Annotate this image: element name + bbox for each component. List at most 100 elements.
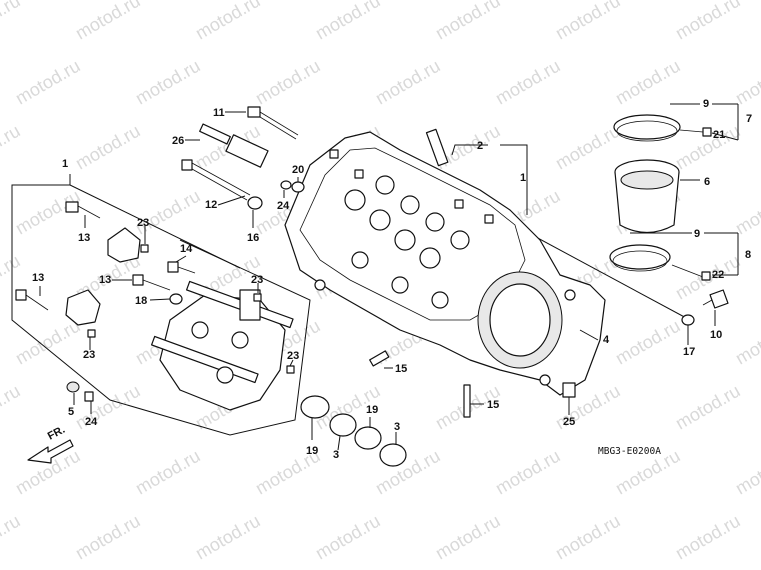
insulator-6: [614, 159, 680, 234]
callout-19: 19: [366, 404, 378, 416]
dowel-23a: [140, 244, 149, 253]
stud-bolt-lower: [463, 384, 471, 418]
callout-23: 23: [137, 217, 149, 229]
callout-18: 18: [135, 295, 147, 307]
callout-13: 13: [32, 272, 44, 284]
bolt-14: [167, 261, 196, 274]
watermark-text: motod.ru: [732, 316, 761, 369]
watermark-text: motod.ru: [132, 56, 204, 109]
callout-13: 13: [78, 232, 90, 244]
watermark-text: motod.ru: [132, 186, 204, 239]
group-bracket-1: [515, 144, 528, 215]
screw-22: [671, 264, 711, 281]
watermark-text: motod.ru: [0, 0, 24, 43]
dowel-23d: [286, 365, 295, 374]
watermark-text: motod.ru: [192, 0, 264, 43]
cap-24: [84, 391, 94, 402]
group-bracket-left-top: [69, 184, 241, 269]
nut-25: [562, 382, 576, 398]
watermark-text: motod.ru: [72, 0, 144, 43]
callout-5: 5: [68, 406, 74, 418]
callout-19: 19: [306, 445, 318, 457]
camshaft-holder: [151, 280, 294, 411]
callout-16: 16: [247, 232, 259, 244]
watermark-text: motod.ru: [612, 56, 684, 109]
watermark-text: motod.ru: [492, 56, 564, 109]
bolt-11: [247, 106, 299, 140]
watermark-text: motod.ru: [372, 56, 444, 109]
spring-5: [66, 381, 80, 393]
callout-23: 23: [83, 349, 95, 361]
callout-1: 1: [62, 158, 68, 170]
dowel-23c: [87, 329, 96, 338]
watermark-text: motod.ru: [432, 511, 504, 564]
watermark-text: motod.ru: [552, 0, 624, 43]
watermark-text: motod.ru: [132, 446, 204, 499]
valve-guide: [425, 128, 449, 167]
callout-24: 24: [277, 200, 290, 212]
watermark-text: motod.ru: [552, 121, 624, 174]
watermark-text: motod.ru: [252, 56, 324, 109]
watermark-text: motod.ru: [432, 0, 504, 43]
callout-10: 10: [710, 329, 722, 341]
watermark-text: motod.ru: [0, 381, 24, 434]
watermark-text: motod.ru: [0, 511, 24, 564]
callout-8: 8: [745, 249, 751, 261]
callout-11: 11: [213, 107, 225, 119]
watermark-text: motod.ru: [552, 511, 624, 564]
watermark-text: motod.ru: [672, 0, 744, 43]
washer-24: [280, 180, 292, 190]
callout-13: 13: [99, 274, 111, 286]
callout-20: 20: [292, 164, 304, 176]
leader-2: [451, 144, 488, 156]
watermark-text: motod.ru: [312, 0, 384, 43]
watermark-text: motod.ru: [612, 316, 684, 369]
diagram-code: MBG3-E0200A: [598, 446, 661, 457]
callout-14: 14: [180, 243, 193, 255]
callout-2: 2: [477, 140, 483, 152]
callout-3: 3: [394, 421, 400, 433]
callout-26: 26: [172, 135, 184, 147]
watermark-text: motod.ru: [732, 446, 761, 499]
callout-23: 23: [287, 350, 299, 362]
callout-9: 9: [703, 98, 709, 110]
callout-12: 12: [205, 199, 217, 211]
front-label: FR.: [46, 424, 67, 443]
band-lower: [609, 244, 671, 272]
callout-15: 15: [395, 363, 407, 375]
watermark-text: motod.ru: [72, 511, 144, 564]
callout-6: 6: [704, 176, 710, 188]
watermark-text: motod.ru: [492, 446, 564, 499]
group-bracket-left: [11, 174, 311, 436]
callout-24: 24: [85, 416, 98, 428]
o-ring-19b: [354, 426, 382, 450]
cam-cap-upper: [107, 227, 141, 263]
callout-23: 23: [251, 274, 263, 286]
callout-1: 1: [520, 172, 526, 184]
callout-21: 21: [713, 129, 725, 141]
watermark-text: motod.ru: [0, 121, 24, 174]
callout-9: 9: [694, 228, 700, 240]
bolt-13b: [15, 289, 49, 311]
dowel-23b: [253, 293, 262, 302]
screw-21: [679, 127, 712, 137]
watermark-text: motod.ru: [732, 56, 761, 109]
watermark-text: motod.ru: [672, 511, 744, 564]
watermark-text: motod.ru: [312, 511, 384, 564]
bolt-12: [181, 159, 251, 201]
callout-15: 15: [487, 399, 499, 411]
cylinder-head: [284, 131, 606, 396]
watermark-text: motod.ru: [732, 186, 761, 239]
callout-7: 7: [746, 113, 752, 125]
bolt-13c: [132, 274, 171, 291]
watermark-text: motod.ru: [672, 381, 744, 434]
washer-16: [247, 196, 263, 210]
spark-plug: [199, 123, 269, 168]
watermark-text: motod.ru: [12, 316, 84, 369]
washer-20: [291, 181, 305, 193]
washer-17: [681, 314, 695, 326]
watermark-text: motod.ru: [192, 511, 264, 564]
